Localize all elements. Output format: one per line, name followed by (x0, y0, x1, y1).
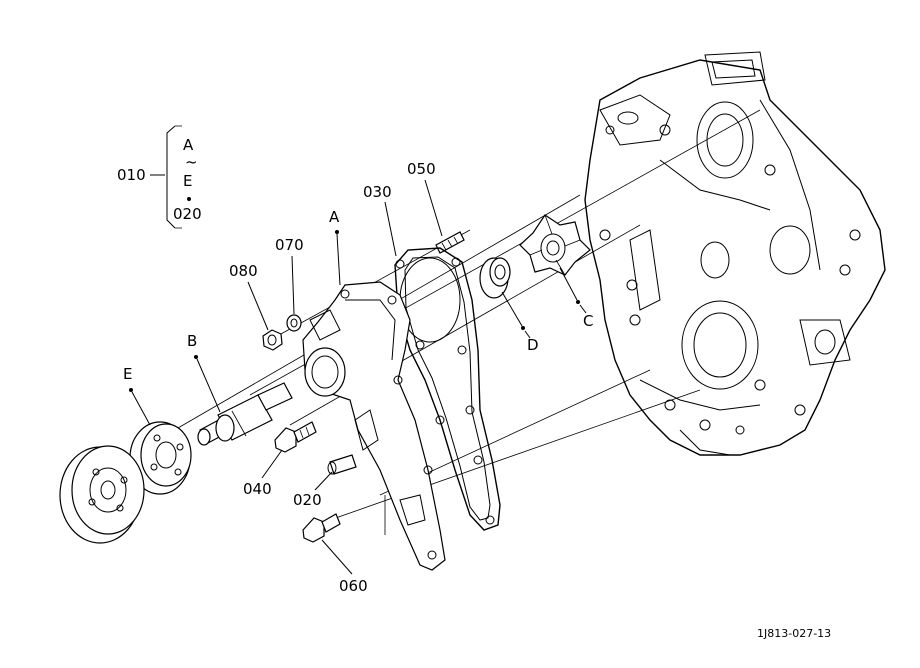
group-item-a: A (183, 136, 194, 154)
seal-d (479, 257, 511, 299)
callout-030: 030 (363, 183, 397, 257)
callout-label-080: 080 (229, 262, 258, 280)
callout-070: 070 (275, 236, 304, 315)
gasket-030 (394, 247, 501, 531)
callout-c: C (559, 267, 593, 330)
group-item-020: 020 (173, 205, 202, 223)
callout-e: E (123, 365, 151, 426)
fan-pulley (59, 445, 145, 544)
pulley-hub-e (129, 421, 192, 495)
assembly-axes (139, 109, 761, 535)
callout-label-030: 030 (363, 183, 392, 201)
callout-b: B (187, 332, 221, 413)
group-item-tilde: ~ (185, 153, 198, 171)
callout-a: A (329, 208, 341, 286)
callout-label-e: E (123, 365, 132, 383)
callout-label-040: 040 (243, 480, 272, 498)
callout-d: D (501, 291, 539, 354)
callout-060: 060 (321, 539, 368, 595)
callout-label-c: C (583, 312, 593, 330)
group-item-e: E (183, 172, 192, 190)
stud-bolt-050 (435, 231, 465, 254)
callout-label-a: A (329, 208, 340, 226)
shaft-bearing-b (197, 382, 293, 446)
label-010: 010 (117, 166, 146, 184)
callout-label-b: B (187, 332, 197, 350)
pump-body-a (302, 281, 446, 571)
impeller-c (519, 214, 591, 276)
nut-080 (262, 329, 283, 351)
callout-080: 080 (229, 262, 269, 331)
callout-label-d: D (527, 336, 539, 354)
bolt-060 (302, 513, 341, 543)
callout-050: 050 (407, 160, 443, 237)
callout-label-050: 050 (407, 160, 436, 178)
pin-020 (327, 454, 357, 475)
washer-070 (286, 314, 302, 332)
drawing-number: 1J813-027-13 (757, 627, 831, 640)
bolt-040 (274, 421, 317, 453)
callout-040: 040 (243, 449, 283, 498)
callout-label-020: 020 (293, 491, 322, 509)
callout-label-070: 070 (275, 236, 304, 254)
group-bracket-010: 010 A ~ E 020 (117, 125, 202, 229)
callout-020: 020 (293, 471, 333, 509)
callout-label-060: 060 (339, 577, 368, 595)
engine-front-case (584, 51, 886, 456)
